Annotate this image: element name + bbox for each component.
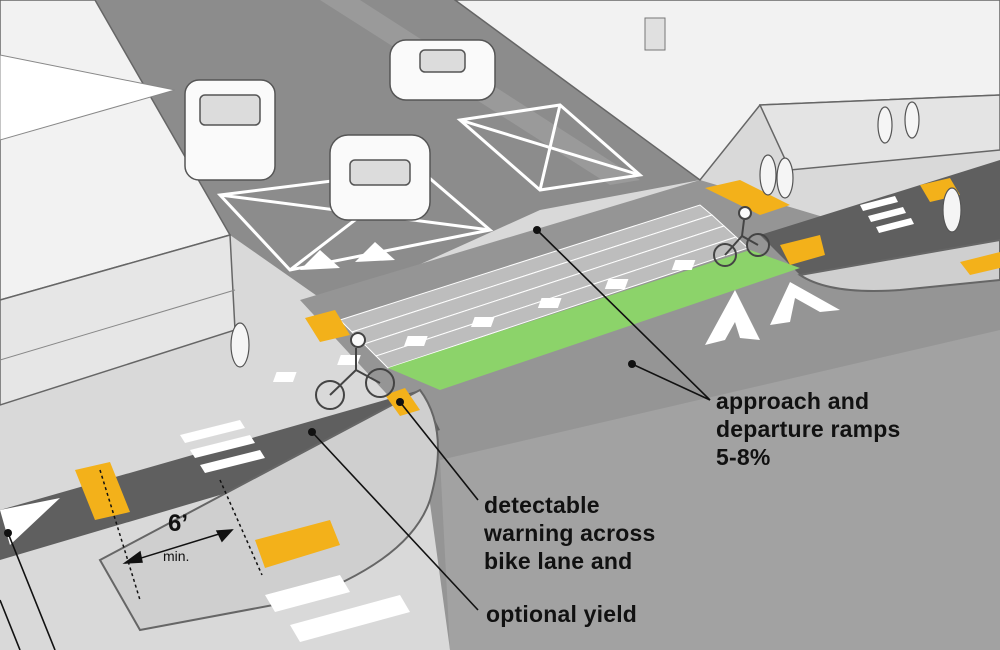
bike-lane-arrow bbox=[0, 498, 60, 545]
corner-curb-right bbox=[797, 238, 1000, 292]
bike-lane-stripes bbox=[180, 196, 914, 473]
dimension-value: 6’ bbox=[168, 510, 189, 537]
callout-warning-line-2: warning across bbox=[484, 520, 656, 546]
callout-detectable-warning: detectable warning across bike lane and bbox=[484, 491, 656, 575]
cyclist-right bbox=[713, 206, 770, 267]
cyclist-left bbox=[315, 332, 395, 410]
bike-crossing-blocks bbox=[272, 260, 696, 382]
car-left bbox=[184, 79, 276, 181]
callout-ramps-line-3: 5-8% bbox=[716, 444, 771, 470]
car-top bbox=[389, 39, 496, 101]
callout-leader-lines bbox=[0, 229, 711, 650]
callout-optional-yield: optional yield bbox=[486, 600, 637, 628]
callout-leader-dots bbox=[4, 226, 636, 537]
dimension-note: min. bbox=[163, 548, 190, 564]
callout-approach-ramps: approach and departure ramps 5-8% bbox=[716, 387, 901, 471]
building-left bbox=[0, 0, 236, 406]
callout-yield-line-1: optional yield bbox=[486, 601, 638, 627]
bike-crossing-green bbox=[388, 250, 800, 390]
callout-warning-line-3: bike lane and bbox=[484, 548, 633, 574]
pedestrians bbox=[230, 101, 962, 368]
callout-ramps-line-1: approach and bbox=[716, 388, 870, 414]
dimension-marker bbox=[99, 469, 263, 601]
bike-lane-left bbox=[0, 390, 440, 560]
callout-warning-line-1: detectable bbox=[484, 492, 600, 518]
near-road-bars bbox=[265, 575, 410, 642]
callout-ramps-line-2: departure ramps bbox=[716, 416, 901, 442]
car-middle bbox=[329, 134, 431, 221]
near-road-asphalt bbox=[440, 330, 1000, 650]
